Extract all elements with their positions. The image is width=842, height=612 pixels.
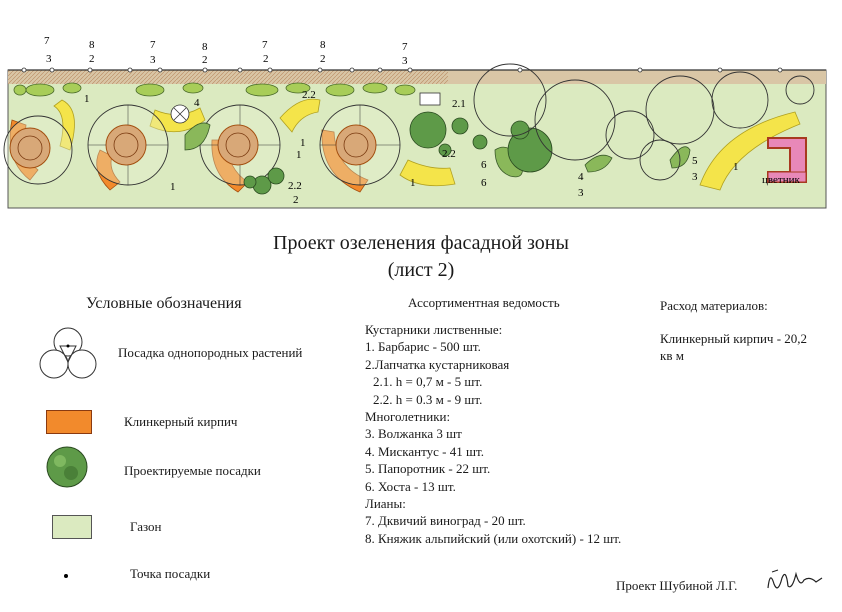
assortment-line: 5. Папоротник - 22 шт. <box>365 461 491 477</box>
planting-icon <box>46 446 88 488</box>
plan-label: 1 <box>300 137 306 149</box>
plan-label: 1 <box>296 149 302 161</box>
plan-label: 2 <box>89 53 95 65</box>
assortment-list: Кустарники лиственные: 1. Барбарис - 500… <box>365 321 621 547</box>
plan-label: 8 <box>320 39 326 51</box>
assortment-title: Ассортиментная ведомость <box>408 295 560 310</box>
plan-label: 8 <box>89 39 95 51</box>
materials-title: Расход материалов: <box>660 298 768 313</box>
plan-label: 7 <box>402 41 408 53</box>
assortment-line: 1. Барбарис - 500 шт. <box>365 339 481 355</box>
plan-label: 3 <box>402 55 408 67</box>
page-title: Проект озеленения фасадной зоны <box>273 232 569 254</box>
plan-label: 7 <box>262 39 268 51</box>
legend-title: Условные обозначения <box>86 295 242 312</box>
plan-label: 1 <box>170 181 176 193</box>
plan-label: 3 <box>46 53 52 65</box>
plan-label: 7 <box>44 35 50 47</box>
plan-label: 1 <box>84 93 90 105</box>
materials-text: Клинкерный кирпич - 20,2 кв м <box>660 331 808 363</box>
assortment-line: 6. Хоста - 13 шт. <box>365 478 456 494</box>
plan-label: 2.2 <box>288 180 302 192</box>
single-species-planting-icon <box>39 327 97 379</box>
legend-label: Посадка однопородных растений <box>118 345 303 360</box>
plan-label: 2.1 <box>452 98 466 110</box>
plan-label: 4 <box>194 97 200 109</box>
assortment-line: 4. Мискантус - 41 шт. <box>365 443 484 459</box>
assortment-line: 2.Лапчатка кустарниковая <box>365 356 510 372</box>
plan-label: 2 <box>293 194 299 206</box>
author-credit: Проект Шубиной Л.Г. <box>616 578 738 593</box>
clinker-brick-swatch <box>46 410 92 434</box>
flowerbed-label: цветник <box>762 174 800 186</box>
plan-label: 8 <box>202 41 208 53</box>
assortment-line: Кустарники лиственные: <box>365 322 503 337</box>
plan-label: 2.2 <box>302 89 316 101</box>
plan-label: 6 <box>481 159 487 171</box>
plan-label: 2 <box>320 53 326 65</box>
assortment-line: 8. Княжик альпийский (или охотский) - 12… <box>365 530 622 546</box>
legend-label: Проектируемые посадки <box>124 463 261 478</box>
lawn-swatch <box>52 515 92 539</box>
assortment-line: 7. Дквичий виноград - 20 шт. <box>365 513 526 529</box>
assortment-line: 2.2. h = 0.3 м - 9 шт. <box>373 391 483 407</box>
legend-label: Клинкерный кирпич <box>124 414 238 429</box>
planting-plan: цветник 7 3 8 2 7 3 8 2 7 2 8 2 7 3 1 4 … <box>3 35 827 209</box>
plan-label: 3 <box>578 187 584 199</box>
assortment-line: 3. Волжанка 3 шт <box>365 426 462 442</box>
plan-label: 2 <box>263 53 269 65</box>
plan-label: 1 <box>733 161 739 173</box>
plan-label: 2.2 <box>442 148 456 160</box>
plan-label: 3 <box>150 54 156 66</box>
plan-label: 5 <box>692 155 698 167</box>
plan-label: 2 <box>202 54 208 66</box>
legend-label: Газон <box>130 519 162 534</box>
plan-label: 4 <box>578 171 584 183</box>
plan-label: 3 <box>692 171 698 183</box>
legend-label: Точка посадки <box>130 566 211 581</box>
assortment-line: Многолетники: <box>365 409 451 425</box>
planting-point-icon <box>64 574 68 578</box>
assortment-line: 2.1. h = 0,7 м - 5 шт. <box>373 374 483 390</box>
page-subtitle: (лист 2) <box>387 259 455 281</box>
assortment-line: Лианы: <box>365 496 406 512</box>
plan-label: 1 <box>410 177 416 189</box>
plan-label: 6 <box>481 177 487 189</box>
plan-label: 7 <box>150 39 156 51</box>
signature-mark <box>767 569 823 589</box>
